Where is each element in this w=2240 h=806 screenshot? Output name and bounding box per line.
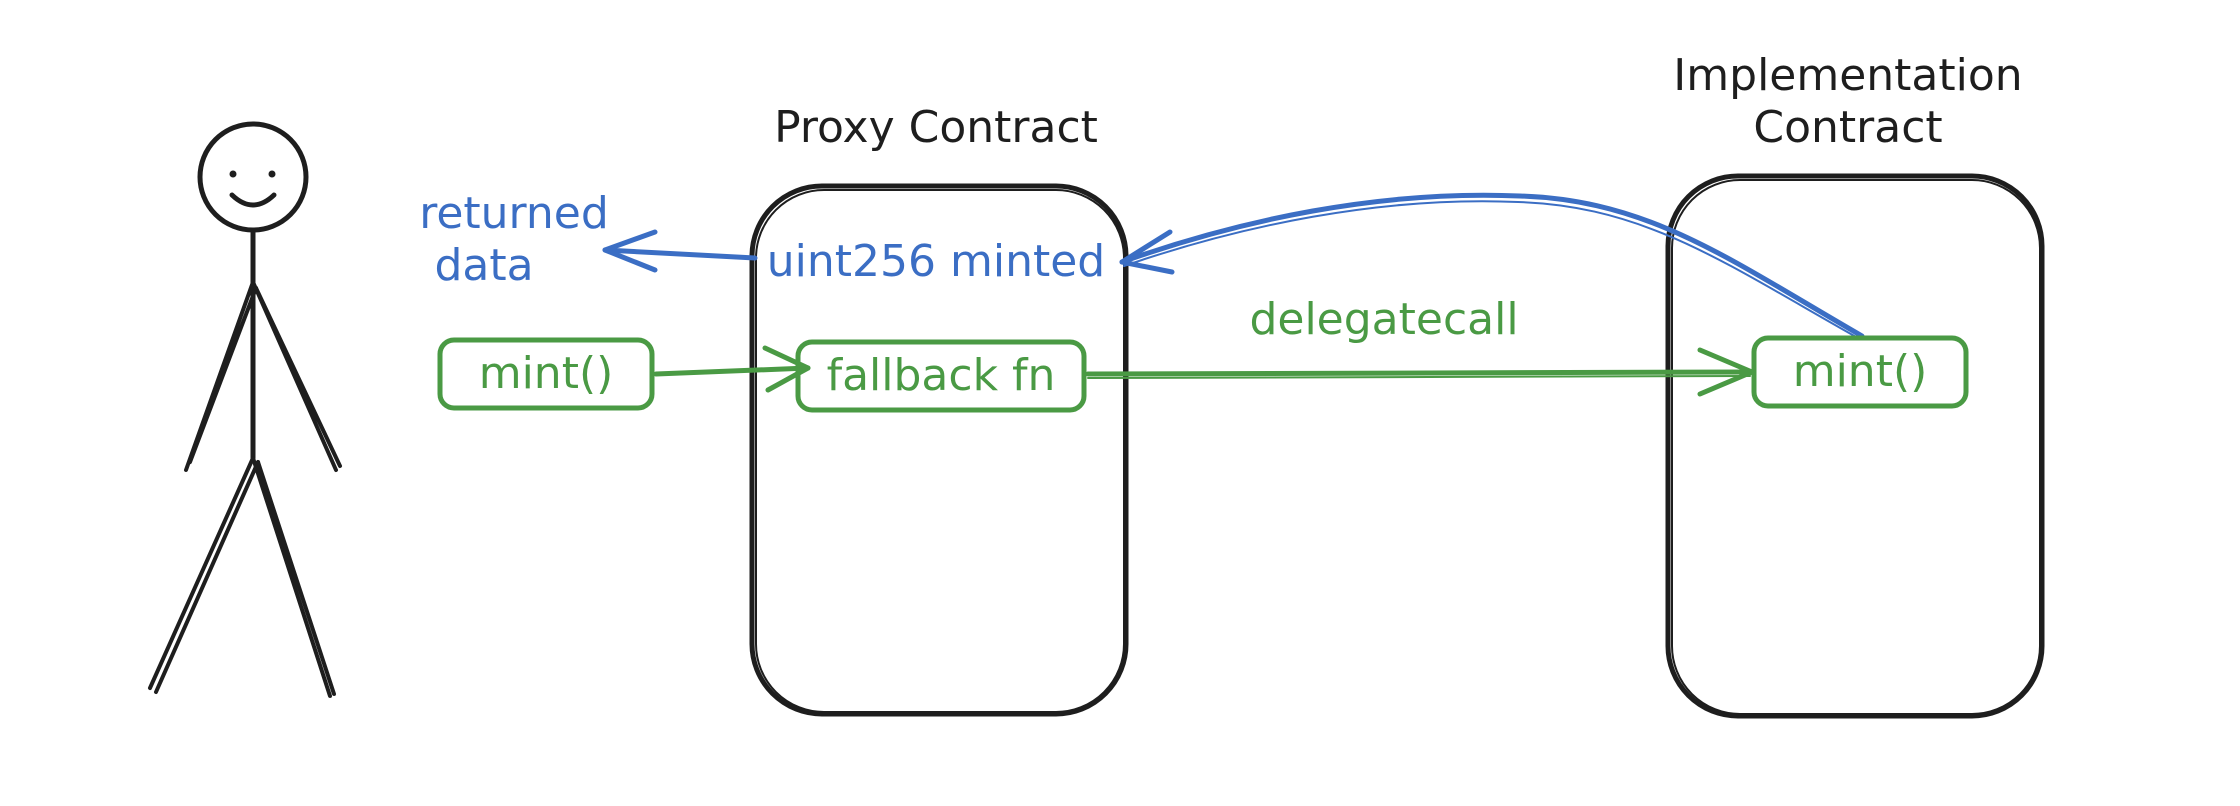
implementation-contract-title-line2: Contract xyxy=(1753,102,1942,153)
implementation-return-arrow xyxy=(1119,192,1865,339)
minted-variable-label: uint256 minted xyxy=(767,236,1105,287)
user-mint-label: mint() xyxy=(479,348,614,399)
implementation-mint-label: mint() xyxy=(1793,346,1928,397)
stick-figure-user-icon xyxy=(148,121,342,698)
implementation-contract-box xyxy=(1665,173,2045,719)
implementation-mint-function: mint() xyxy=(1751,335,1969,409)
proxy-contract-box xyxy=(749,183,1129,717)
return-arrow xyxy=(602,229,758,273)
returned-data-label-line1: returned xyxy=(419,188,609,239)
call-arrow-to-fallback xyxy=(653,345,811,393)
fallback-function: fallback fn xyxy=(795,339,1087,413)
returned-data-label-line2: data xyxy=(434,240,533,291)
delegatecall-arrow xyxy=(1085,347,1755,397)
fallback-function-label: fallback fn xyxy=(827,350,1056,401)
delegatecall-label: delegatecall xyxy=(1249,294,1518,345)
proxy-contract-title: Proxy Contract xyxy=(774,102,1098,153)
implementation-contract-title-line1: Implementation xyxy=(1673,50,2022,101)
user-mint-call: mint() xyxy=(437,337,655,411)
